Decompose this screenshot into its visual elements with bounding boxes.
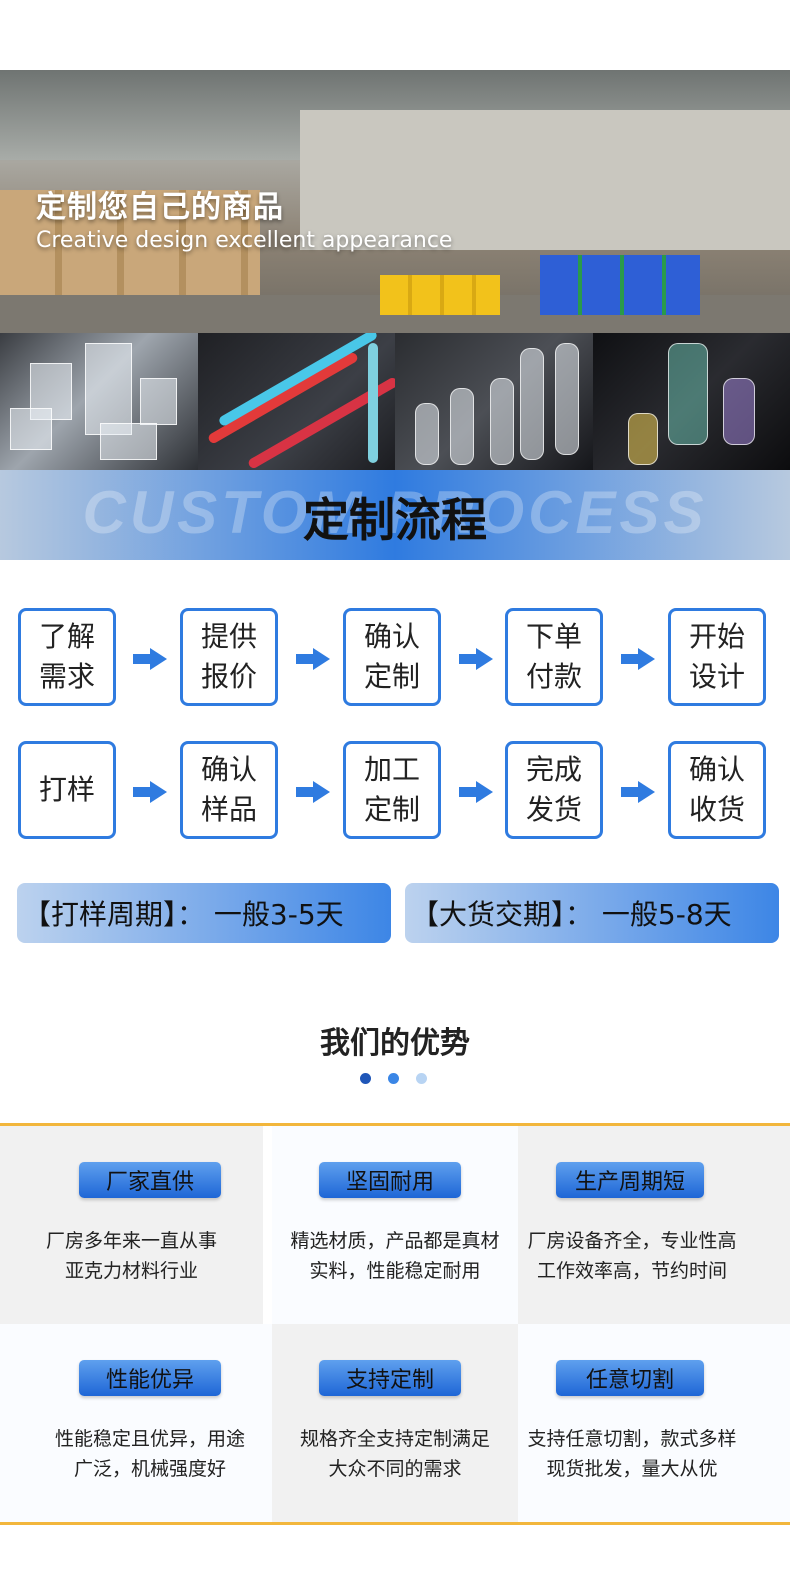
arrow-right-icon xyxy=(459,648,493,670)
advantage-badge: 支持定制 xyxy=(319,1360,461,1396)
process-step: 开始设计 xyxy=(668,608,766,706)
arrow-right-icon xyxy=(621,648,655,670)
advantage-badge: 坚固耐用 xyxy=(319,1162,461,1198)
product-photo-bubble-tubes xyxy=(395,333,593,470)
process-step: 了解需求 xyxy=(18,608,116,706)
custom-process-banner: CUSTOM PROCESS 定制流程 xyxy=(0,470,790,560)
process-step: 加工定制 xyxy=(343,741,441,839)
sample-period-bar: 【打样周期】： 一般3-5天 xyxy=(17,883,391,943)
hero-subtitle: Creative design excellent appearance xyxy=(36,228,453,253)
hero-wall xyxy=(300,110,790,250)
hero-banner-image: 定制您自己的商品 Creative design excellent appea… xyxy=(0,70,790,333)
arrow-right-icon xyxy=(133,648,167,670)
advantage-description: 厂房多年来一直从事亚克力材料行业 xyxy=(45,1230,217,1282)
advantage-description: 厂房设备齐全，专业性高工作效率高，节约时间 xyxy=(527,1230,737,1282)
process-step: 打样 xyxy=(18,741,116,839)
arrow-right-icon xyxy=(296,648,330,670)
banner-background-text: CUSTOM PROCESS xyxy=(82,479,708,546)
advantage-description: 支持任意切割，款式多样现货批发，量大从优 xyxy=(527,1428,737,1480)
product-photo-shift-knobs xyxy=(592,333,790,470)
advantages-grid: 厂家直供 厂房多年来一直从事亚克力材料行业 坚固耐用 精选材质，产品都是真材实料… xyxy=(0,1123,790,1525)
product-photo-acrylic-cubes xyxy=(0,333,198,470)
arrow-right-icon xyxy=(133,781,167,803)
arrow-right-icon xyxy=(296,781,330,803)
indicator-dot-icon xyxy=(388,1073,399,1084)
advantage-badge: 生产周期短 xyxy=(556,1162,704,1198)
arrow-right-icon xyxy=(621,781,655,803)
product-photo-colored-rods xyxy=(197,333,395,470)
advantage-badge: 性能优异 xyxy=(79,1360,221,1396)
advantage-description: 规格齐全支持定制满足大众不同的需求 xyxy=(299,1428,490,1480)
advantage-card: 厂家直供 厂房多年来一直从事亚克力材料行业 xyxy=(0,1126,263,1324)
advantage-badge: 任意切割 xyxy=(556,1360,704,1396)
advantage-card: 性能优异 性能稳定且优异，用途广泛，机械强度好 xyxy=(0,1324,272,1522)
advantage-card: 坚固耐用 精选材质，产品都是真材实料，性能稳定耐用 xyxy=(272,1126,518,1324)
process-step: 确认样品 xyxy=(180,741,278,839)
advantage-description: 精选材质，产品都是真材实料，性能稳定耐用 xyxy=(290,1230,500,1282)
product-photo-strip xyxy=(0,333,790,470)
process-step: 提供报价 xyxy=(180,608,278,706)
hero-yellow-crates xyxy=(380,275,500,315)
advantage-description: 性能稳定且优异，用途广泛，机械强度好 xyxy=(54,1428,245,1480)
hero-title: 定制您自己的商品 xyxy=(36,190,284,225)
process-step: 下单付款 xyxy=(505,608,603,706)
advantages-title: 我们的优势 xyxy=(320,1026,470,1061)
bulk-period-bar: 【大货交期】： 一般5-8天 xyxy=(405,883,779,943)
advantage-card: 支持定制 规格齐全支持定制满足大众不同的需求 xyxy=(272,1324,518,1522)
advantage-card: 任意切割 支持任意切割，款式多样现货批发，量大从优 xyxy=(518,1324,790,1522)
hero-blue-crates xyxy=(540,255,700,315)
arrow-right-icon xyxy=(459,781,493,803)
advantage-card: 生产周期短 厂房设备齐全，专业性高工作效率高，节约时间 xyxy=(518,1126,790,1324)
indicator-dot-icon xyxy=(416,1073,427,1084)
hero-material-bags xyxy=(0,190,260,300)
process-step: 完成发货 xyxy=(505,741,603,839)
banner-title: 定制流程 xyxy=(303,493,487,547)
indicator-dot-icon xyxy=(360,1073,371,1084)
process-step: 确认收货 xyxy=(668,741,766,839)
process-step: 确认定制 xyxy=(343,608,441,706)
advantage-badge: 厂家直供 xyxy=(79,1162,221,1198)
